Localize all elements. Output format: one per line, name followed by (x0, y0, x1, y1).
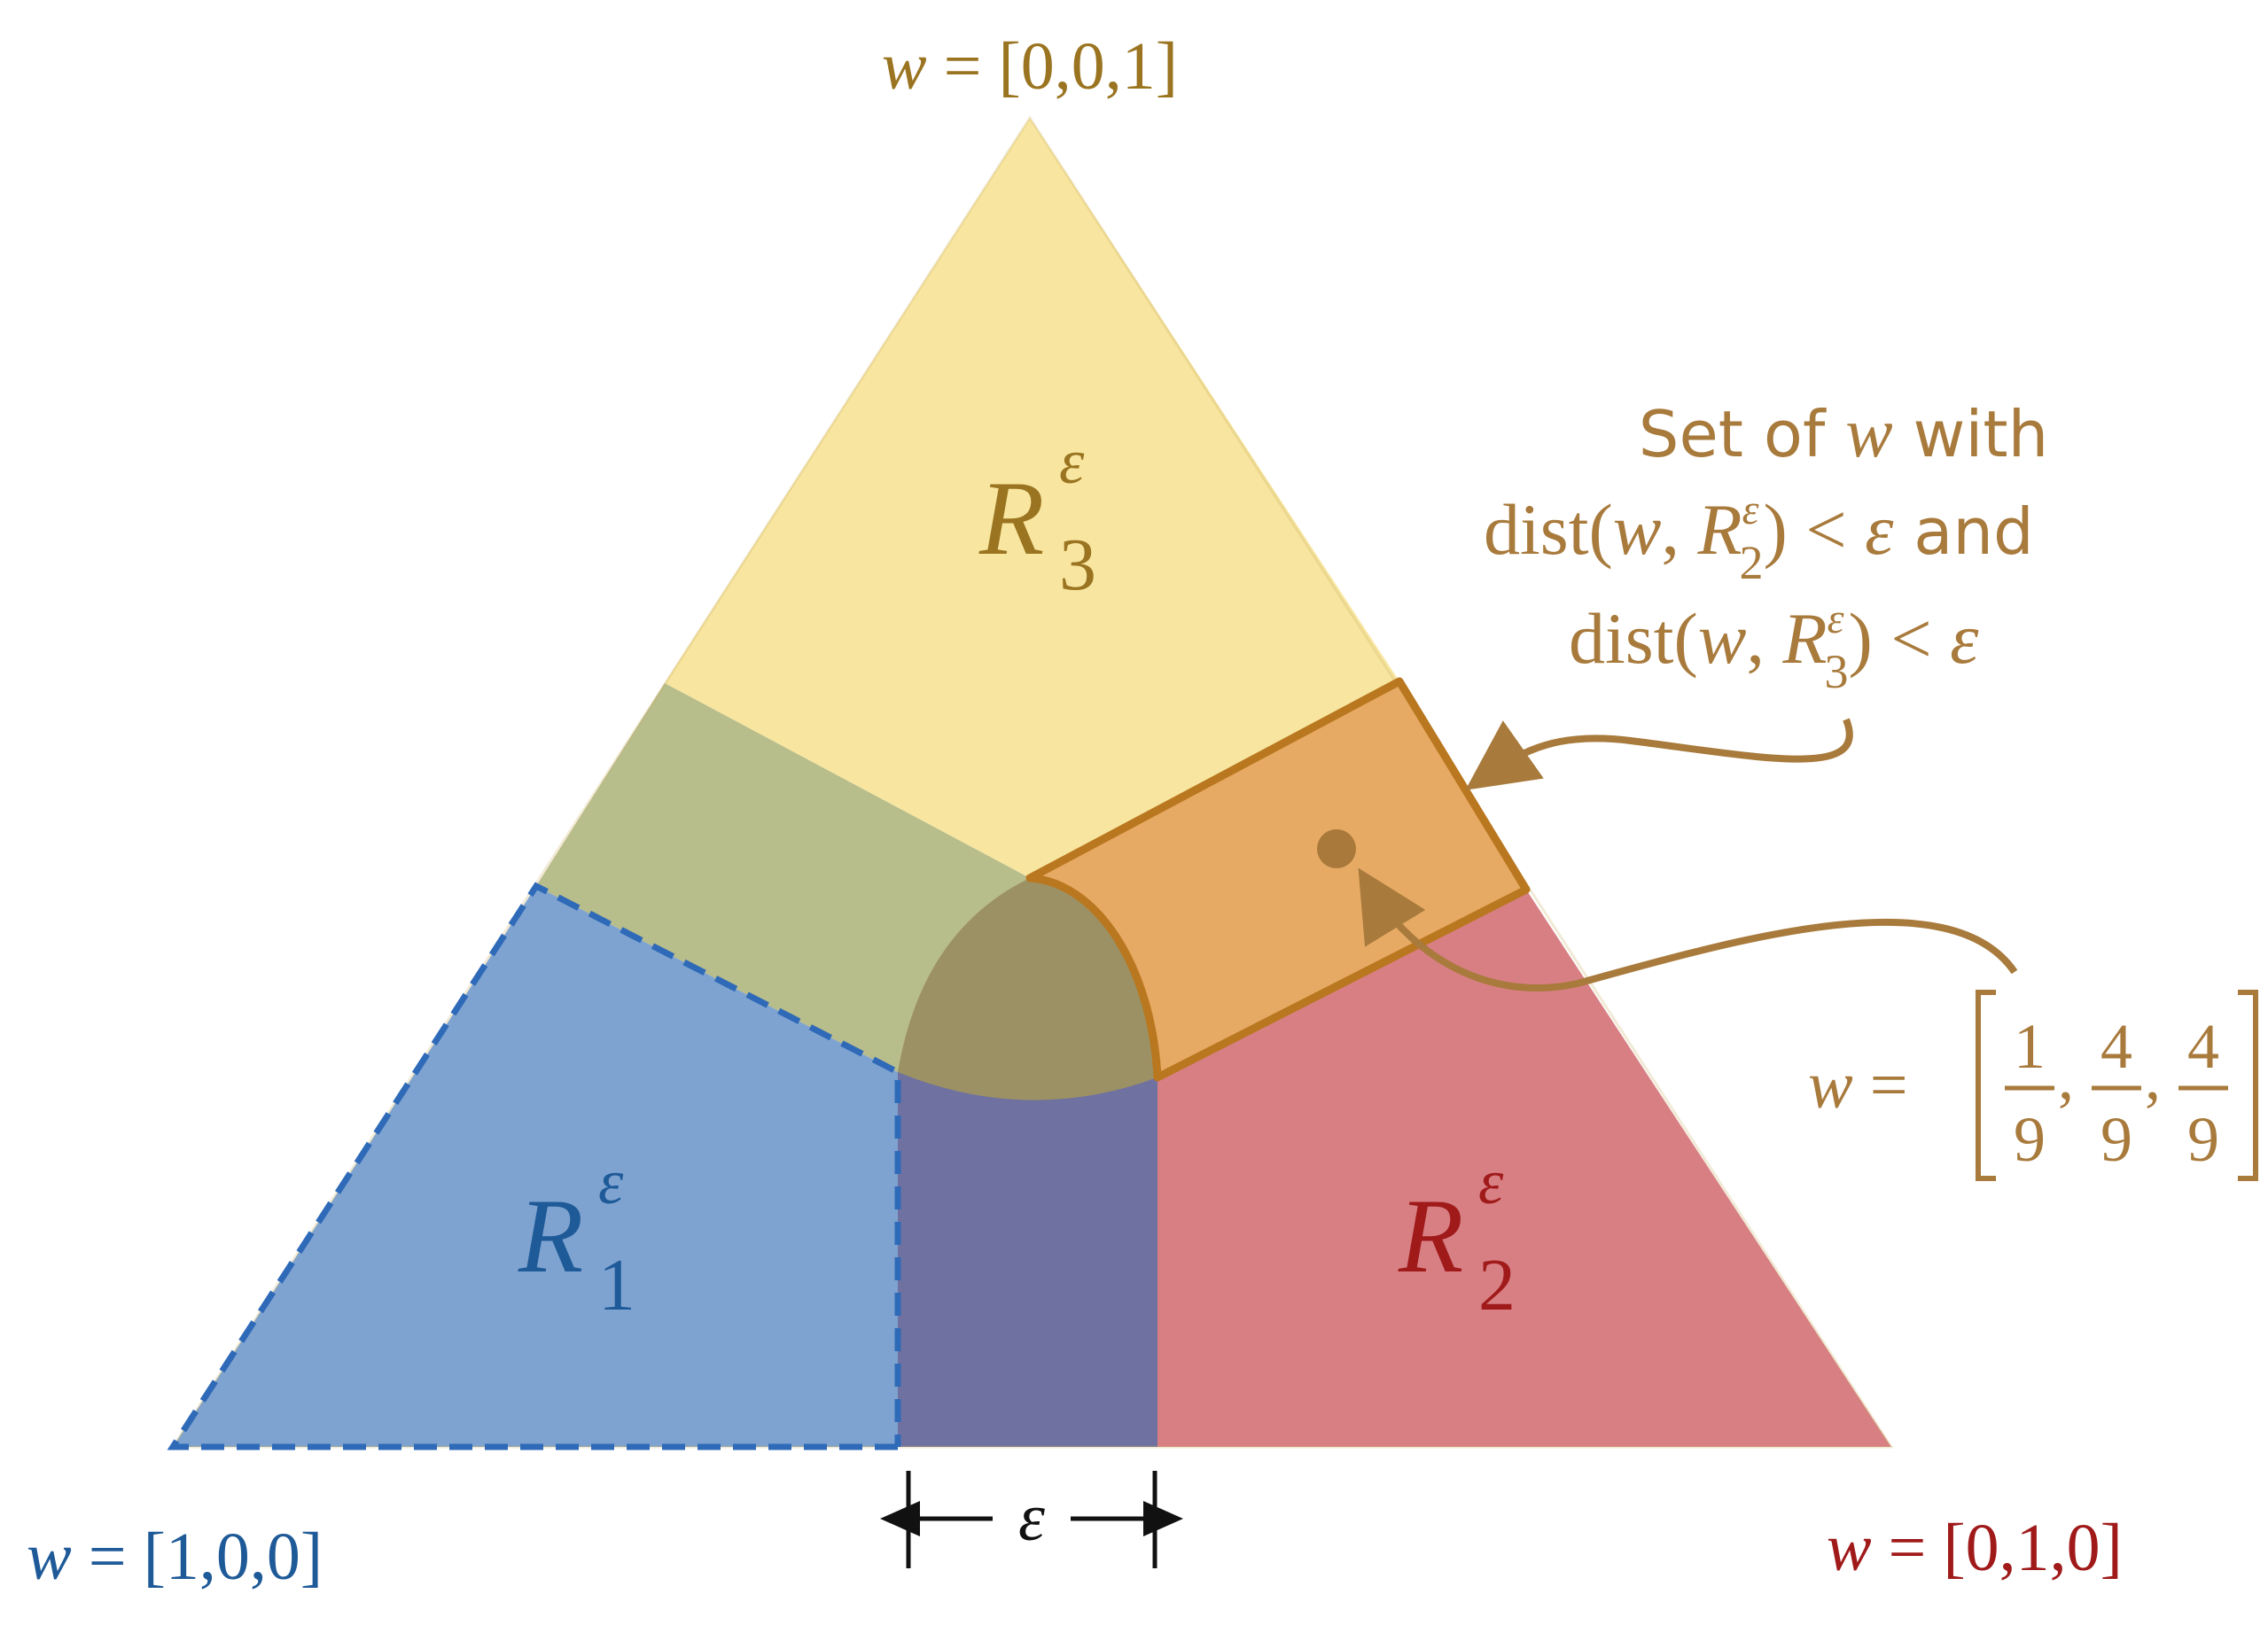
r3-letter: R (978, 459, 1044, 577)
r1-sup: ε (598, 1147, 624, 1217)
annotation-line-1-w: w (1845, 394, 1892, 472)
annotation-line-2-sup: ε (1742, 486, 1759, 533)
annotation-line-2-w: w (1613, 489, 1662, 570)
r3-sub: 3 (1059, 524, 1096, 606)
annotation-line-2-dist: dist( (1484, 489, 1613, 570)
r3-sup: ε (1059, 426, 1085, 497)
annotation-line-3-R: R (1782, 598, 1828, 679)
r1-dashed-border (167, 882, 901, 1450)
arrow-to-point (1358, 867, 2018, 992)
annotation-line-3-dist: dist( (1569, 598, 1698, 679)
overlap-r1-r2 (898, 1072, 1157, 1447)
annotation-line-3-w: w (1698, 598, 1747, 679)
point-label-right-bracket (2238, 990, 2258, 1181)
annotation-line-1-a: Set of (1639, 397, 1845, 471)
point-label-left-bracket (1976, 990, 1996, 1181)
annotation-line-2-rest: ) < (1764, 489, 1866, 570)
r2-sub: 2 (1478, 1244, 1516, 1326)
annotation-line-3-sup: ε (1828, 595, 1844, 642)
epsilon-label: ε (1018, 1481, 1045, 1555)
vertex-left-eq: = [1,0,0] (72, 1520, 323, 1594)
vertex-top-label: w = [0,0,1] (882, 29, 1178, 104)
fraction-3-numerator: 4 (2187, 1011, 2219, 1082)
annotation-line-3-comma: , (1747, 598, 1783, 679)
point-label-eq: = (1853, 1048, 1908, 1123)
vertex-right-eq: = [0,1,0] (1872, 1511, 2123, 1585)
point-label-w: w (1808, 1048, 1853, 1123)
overlap-r1-r3 (536, 683, 1030, 1072)
fraction-2-denominator: 9 (2100, 1104, 2132, 1175)
point-value-label: w = 1 9 , 4 9 , 4 9 (1808, 990, 2258, 1181)
overlap-all-regions (898, 878, 1157, 1100)
annotation-line-1: Set of w with (1639, 394, 2048, 472)
point-w (1317, 829, 1356, 868)
annotation-line-3-rest: ) < (1849, 598, 1951, 679)
point-label-w-eq: w = (1808, 1048, 1908, 1123)
r1-sub: 1 (598, 1244, 635, 1326)
annotation-line-2-eps: ε (1865, 489, 1894, 570)
vertex-left-w: w (27, 1520, 72, 1594)
fraction-comma-2: , (2145, 1042, 2161, 1113)
annotation-line-2-R: R (1697, 489, 1742, 570)
overlap-r2-r3 (1030, 681, 1526, 1077)
region-r1-label: R ε 1 (518, 1147, 635, 1326)
region-r1 (173, 886, 898, 1447)
region-r3-label: R ε 3 (978, 426, 1096, 606)
annotation-line-3-sub: 3 (1825, 645, 1849, 698)
annotation-line-1-b: with (1893, 397, 2049, 471)
region-r2-label: R ε 2 (1398, 1147, 1516, 1326)
r2-sup: ε (1478, 1147, 1504, 1217)
highlight-set-border (1025, 677, 1531, 1082)
fraction-1-numerator: 1 (2014, 1011, 2046, 1082)
r1-letter: R (518, 1177, 583, 1295)
fraction-2-numerator: 4 (2100, 1011, 2132, 1082)
vertex-right-label: w = [0,1,0] (1827, 1511, 2123, 1585)
annotation-line-2-and: and (1893, 494, 2033, 569)
region-r2 (1157, 890, 1891, 1447)
annotation-line-2-sub: 2 (1740, 536, 1764, 589)
vertex-top-eq: = [0,0,1] (927, 29, 1178, 104)
arrow-to-set (1465, 718, 1853, 790)
vertex-left-label: w = [1,0,0] (27, 1520, 323, 1594)
vertex-right-w: w (1827, 1511, 1872, 1585)
fraction-3-denominator: 9 (2187, 1104, 2219, 1175)
r2-letter: R (1398, 1177, 1463, 1295)
fraction-1-denominator: 9 (2014, 1104, 2046, 1175)
vertex-top-w: w (882, 29, 927, 104)
region-r3 (665, 118, 1399, 878)
fraction-comma-1: , (2058, 1042, 2074, 1113)
annotation-line-3-eps: ε (1950, 598, 1979, 679)
annotation-line-2-comma: , (1662, 489, 1698, 570)
